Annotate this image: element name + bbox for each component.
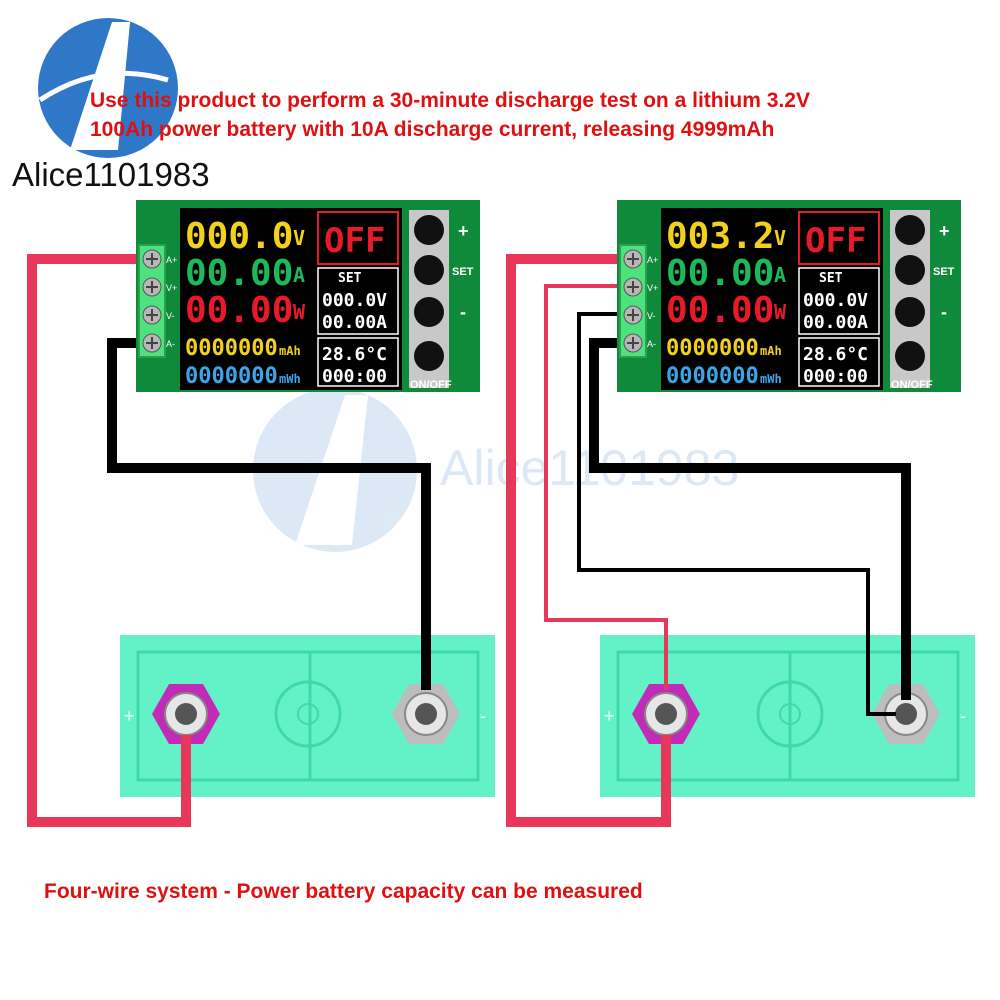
battery-minus-label: -: [960, 706, 966, 726]
caption-line-2: 100Ah power battery with 10A discharge c…: [90, 118, 774, 141]
on-off-button-label: ON/OFF: [410, 379, 452, 391]
lcd-info-box: [317, 337, 399, 387]
lcd-voltage: 000.0: [185, 216, 293, 257]
lcd-power: 00.00: [185, 290, 293, 331]
terminal-label-v-plus: V+: [647, 283, 658, 293]
lcd-set-box: [317, 267, 399, 335]
terminal-screw: [623, 249, 643, 269]
wire-black-a-minus: [107, 338, 431, 690]
battery-plus-label: +: [124, 706, 135, 726]
battery-plus-label: +: [604, 706, 615, 726]
lcd-set-current: 00.00A: [322, 312, 387, 333]
lcd-set-voltage: 000.0V: [322, 290, 387, 311]
lcd-capacity: 0000000: [666, 336, 759, 361]
terminal-label-a-minus: A-: [647, 339, 656, 349]
on-off-button-label: ON/OFF: [891, 379, 933, 391]
wires-left: [27, 254, 431, 827]
minus-button-label: -: [941, 302, 947, 322]
lcd-set-label: SET: [819, 271, 843, 286]
lcd-power-unit: W: [293, 300, 306, 324]
lcd-power: 00.00: [666, 290, 774, 331]
lcd-temperature: 28.6°C: [322, 344, 387, 365]
lcd-current: 00.00: [185, 253, 293, 294]
battery-right: + -: [600, 635, 975, 797]
plus-button-label: +: [939, 221, 950, 241]
lcd-power-unit: W: [774, 300, 787, 324]
tester-module-left: A+ V+ V- A- 000.0 V 00.00 A 00.00 W 0000…: [136, 200, 480, 392]
on-off-button[interactable]: [414, 341, 444, 371]
battery-panel: [616, 650, 960, 782]
lcd-capacity-unit: mAh: [760, 344, 782, 358]
lcd-set-current: 00.00A: [803, 312, 868, 333]
terminal-label-a-plus: A+: [647, 255, 658, 265]
battery-vent: [756, 680, 824, 748]
wires-right: [506, 254, 911, 827]
set-button-label: SET: [452, 266, 474, 278]
wire-black-a-minus: [589, 338, 911, 700]
lcd-current-unit: A: [293, 263, 305, 287]
lcd-energy: 0000000: [185, 364, 278, 389]
lcd-status-box: [317, 211, 399, 265]
lcd-time: 000:00: [322, 366, 387, 387]
lcd-status: OFF: [805, 221, 866, 261]
terminal-screw: [623, 333, 643, 353]
lcd-time: 000:00: [803, 366, 868, 387]
terminal-screw: [623, 277, 643, 297]
terminal-screw: [142, 333, 162, 353]
lcd-voltage: 003.2: [666, 216, 774, 257]
tester-module-right: A+ V+ V- A- 003.2 V 00.00 A 00.00 W 0000…: [617, 200, 961, 392]
terminal-screw: [142, 277, 162, 297]
lcd-energy-unit: mWh: [279, 372, 301, 386]
terminal-screw: [623, 305, 643, 325]
lcd-voltage-unit: V: [774, 226, 786, 250]
terminal-block: [138, 244, 166, 358]
wire-red-a-plus: [27, 254, 191, 827]
lcd-capacity: 0000000: [185, 336, 278, 361]
on-off-button[interactable]: [895, 341, 925, 371]
terminal-label-v-plus: V+: [166, 283, 177, 293]
plus-button-label: +: [458, 221, 469, 241]
lcd-set-box: [798, 267, 880, 335]
logo-text: Alice1101983: [12, 156, 210, 193]
terminal-screw: [142, 249, 162, 269]
logo-swoosh: [38, 70, 169, 103]
battery-left: + -: [120, 635, 495, 797]
lcd-voltage-unit: V: [293, 226, 305, 250]
plus-button[interactable]: [895, 215, 925, 245]
lcd-capacity-unit: mAh: [279, 344, 301, 358]
lcd-set-label: SET: [338, 271, 362, 286]
logo: Alice1101983: [12, 18, 210, 193]
lcd-set-voltage: 000.0V: [803, 290, 868, 311]
lcd-energy-unit: mWh: [760, 372, 782, 386]
caption-line-1: Use this product to perform a 30-minute …: [90, 89, 810, 112]
lcd-energy: 0000000: [666, 364, 759, 389]
footer-caption: Four-wire system - Power battery capacit…: [44, 880, 643, 903]
terminal-screw: [142, 305, 162, 325]
lcd-info-box: [798, 337, 880, 387]
terminal-label-v-minus: V-: [647, 311, 656, 321]
wire-red-v-plus: [544, 284, 668, 690]
minus-button[interactable]: [895, 297, 925, 327]
minus-button[interactable]: [414, 297, 444, 327]
logo-mark: [70, 22, 130, 150]
battery-vent: [274, 680, 342, 748]
terminal-label-a-minus: A-: [166, 339, 175, 349]
minus-button-label: -: [460, 302, 466, 322]
battery-minus-label: -: [480, 706, 486, 726]
wire-red-a-plus: [506, 254, 671, 827]
set-button[interactable]: [895, 255, 925, 285]
plus-button[interactable]: [414, 215, 444, 245]
lcd-status-box: [798, 211, 880, 265]
terminal-label-v-minus: V-: [166, 311, 175, 321]
lcd-status: OFF: [324, 221, 385, 261]
wire-black-v-minus: [577, 312, 896, 716]
lcd-current: 00.00: [666, 253, 774, 294]
lcd-temperature: 28.6°C: [803, 344, 868, 365]
terminal-label-a-plus: A+: [166, 255, 177, 265]
set-button-label: SET: [933, 266, 955, 278]
battery-panel: [136, 650, 480, 782]
lcd-current-unit: A: [774, 263, 786, 287]
set-button[interactable]: [414, 255, 444, 285]
